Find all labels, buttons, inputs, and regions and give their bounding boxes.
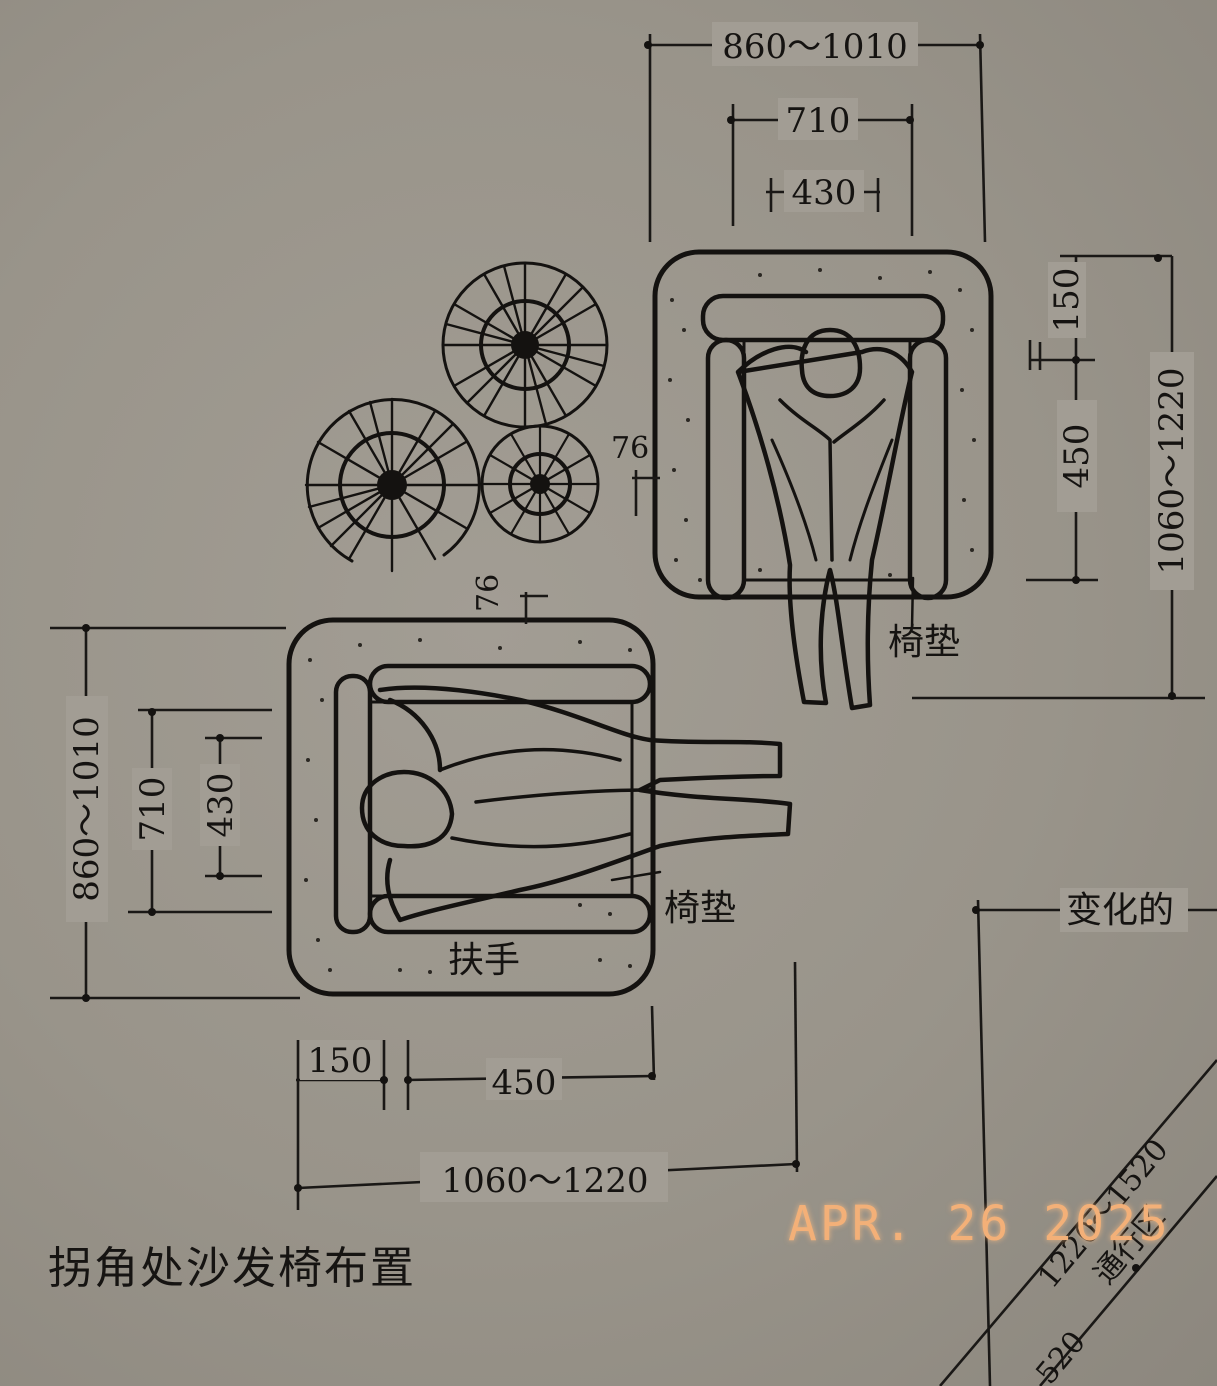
plant-group [304, 261, 609, 573]
seated-person-top [735, 327, 915, 711]
top-width-overall-label: 860～1010 [722, 27, 907, 67]
walkway-diagonal-upper [939, 1059, 1217, 1386]
seated-person-bottom [359, 685, 793, 923]
top-armchair [652, 249, 994, 711]
top-depth-seat-label: 450 [1057, 424, 1097, 489]
top-depth-overall-label: 1060～1220 [1152, 367, 1192, 574]
plant-left [304, 397, 481, 573]
bottom-width-inner-label: 710 [133, 777, 173, 842]
varied-label: 变化的 [1066, 890, 1174, 931]
bottom-width-overall-label: 860～1010 [67, 716, 107, 901]
plant-outer-arc [305, 398, 481, 563]
photo-date-stamp: APR. 26 2025 [788, 1196, 1171, 1252]
walkway-diagonal-lower [1039, 1175, 1217, 1386]
chair-backrest [700, 293, 946, 343]
bottom-chair-dimensions: 76 860～1010 710 430 1060～1220 450 [50, 574, 800, 1210]
top-width-seat-label: 430 [792, 173, 857, 213]
bottom-width-seat-label: 430 [201, 773, 241, 838]
person-arms [778, 398, 886, 562]
bottom-cushion-label: 椅垫 [664, 888, 736, 929]
bottom-depth-seat-label: 450 [492, 1063, 557, 1103]
plant-small [480, 424, 600, 544]
chair-fabric-texture [668, 268, 976, 582]
person-body [735, 344, 915, 711]
chair-right-armrest [907, 337, 949, 601]
person-body [377, 685, 793, 923]
top-width-inner-label: 710 [786, 101, 851, 141]
person-legs-outline [770, 438, 894, 562]
top-chair-dimensions: 860～1010 710 430 1060～1220 450 150 76 椅垫 [611, 22, 1205, 700]
bottom-depth-overall-label: 1060～1220 [441, 1161, 648, 1201]
bottom-depth-back-label: 150 [308, 1041, 373, 1081]
chair-backrest [333, 673, 373, 935]
bottom-armchair [286, 617, 793, 997]
top-cushion-label: 椅垫 [888, 622, 960, 663]
person-arms [438, 747, 652, 849]
chair-outer-frame [286, 617, 656, 997]
person-head [359, 769, 455, 849]
top-gap-label: 76 [611, 431, 649, 466]
bottom-armrest-label: 扶手 [448, 940, 520, 981]
figure-caption: 拐角处沙发椅布置 [48, 1243, 416, 1294]
bottom-gap-label: 76 [471, 574, 506, 612]
top-depth-back-label: 150 [1047, 268, 1087, 333]
chair-fabric-texture [304, 638, 632, 974]
plant-large [441, 261, 609, 429]
walkway-zone: 变化的 1220～1520 通行区 520 [939, 888, 1217, 1386]
